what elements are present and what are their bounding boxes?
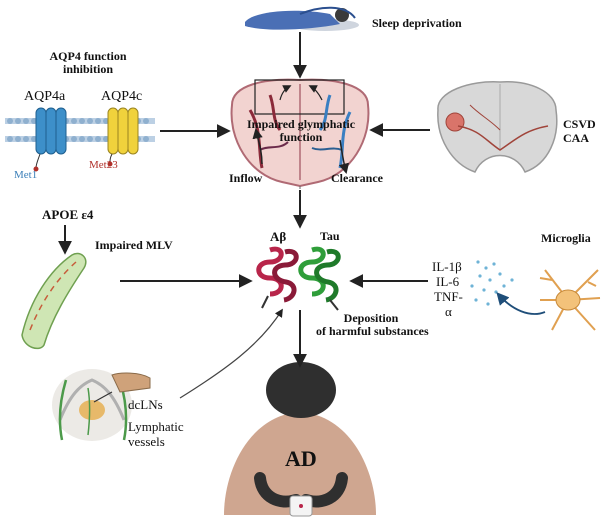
label-dclns: dcLNs xyxy=(128,397,163,412)
label-abeta: Aβ xyxy=(270,229,287,244)
label-deposition-line2: of harmful substances xyxy=(316,323,429,338)
label-tau: Tau xyxy=(320,229,340,243)
label-aqp4-title-line1: AQP4 function xyxy=(49,49,127,63)
label-microglia: Microglia xyxy=(541,231,591,245)
microglia-body-icon xyxy=(555,289,581,311)
abeta-protein-icon xyxy=(256,246,299,309)
aqp4a-channel-icon xyxy=(33,107,67,172)
ad-person-icon xyxy=(224,362,376,517)
label-aqp4-title-line2: inhibition xyxy=(62,61,114,76)
label-tnf-line2: α xyxy=(445,304,452,319)
label-aqp4c: AQP4c xyxy=(101,89,143,104)
glymphatic-brain-icon xyxy=(230,78,370,188)
aqp4c-channel-icon xyxy=(107,107,139,167)
label-apoe: APOE ε4 xyxy=(42,207,94,222)
label-deposition-line1: Deposition xyxy=(343,311,399,325)
label-impaired-glymphatic-line2: function xyxy=(279,129,323,144)
label-deposition: Deposition of harmful substances xyxy=(316,311,429,338)
label-met1: Met1 xyxy=(14,169,38,181)
csvd-brain-icon xyxy=(437,81,558,173)
arrow-lymph-to-proteins xyxy=(179,308,283,399)
label-csvd: CSVD xyxy=(563,117,596,131)
label-impaired-glymphatic: Impaired glymphatic function xyxy=(242,118,360,143)
arrow-inflow xyxy=(252,127,263,165)
label-il1b: IL-1β xyxy=(432,259,462,274)
label-clearance: Clearance xyxy=(331,171,383,185)
mlv-vessel-icon xyxy=(21,252,87,350)
label-sleep-deprivation: Sleep deprivation xyxy=(372,16,462,30)
label-caa: CAA xyxy=(563,131,589,145)
arrow-brain-inner xyxy=(279,85,292,101)
label-il6: IL-6 xyxy=(436,274,460,289)
arrow-brain-inner-2 xyxy=(308,85,323,101)
label-lymphatic-line2: vessels xyxy=(128,434,165,449)
label-lymphatic-line1: Lymphatic xyxy=(128,419,184,434)
cytokine-dots xyxy=(470,260,514,306)
label-aqp4a: AQP4a xyxy=(24,89,66,104)
arrow-microglia-to-cytokines xyxy=(496,292,546,315)
label-met23: Met23 xyxy=(89,159,118,171)
label-ad: AD xyxy=(285,446,317,471)
label-impaired-mlv: Impaired MLV xyxy=(95,238,173,252)
sleeping-person-icon xyxy=(245,6,359,31)
label-inflow: Inflow xyxy=(229,171,263,185)
tau-protein-icon xyxy=(298,246,341,311)
neck-lymph-node-icon xyxy=(52,369,151,441)
label-impaired-glymphatic-line1: Impaired glymphatic xyxy=(246,117,356,131)
label-aqp4-title: AQP4 function inhibition xyxy=(33,50,143,75)
label-tnf-line1: TNF- xyxy=(434,289,463,304)
arrow-clearance xyxy=(338,139,350,175)
